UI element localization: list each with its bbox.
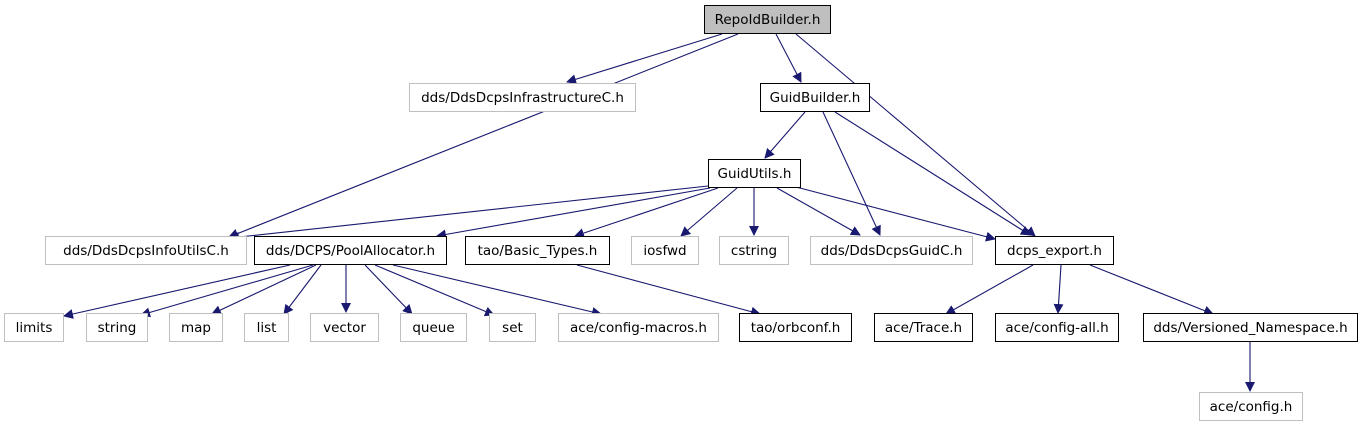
edge-poolallocator-to-set <box>374 264 495 317</box>
edge-poolallocator-to-map <box>211 264 317 315</box>
node-ace-trace-h[interactable]: ace/Trace.h <box>874 313 973 342</box>
edge-poolallocator-to-limits <box>63 264 291 319</box>
node-dcps-export-h[interactable]: dcps_export.h <box>995 236 1114 265</box>
edge-basictypes-to-orbconf <box>576 264 761 317</box>
node-label: tao/Basic_Types.h <box>477 242 598 259</box>
node-list[interactable]: list <box>244 313 289 342</box>
node-limits[interactable]: limits <box>4 313 64 342</box>
node-tao-basic-types-h[interactable]: tao/Basic_Types.h <box>465 236 610 265</box>
node-dds-dcps-poolallocator-h[interactable]: dds/DCPS/PoolAllocator.h <box>254 236 447 265</box>
node-label: dds/Versioned_Namespace.h <box>1153 319 1348 336</box>
edge-guidbuilder-to-dcpsexport <box>834 111 1031 236</box>
node-dds-ddsdcpsinfoutilsc-h[interactable]: dds/DdsDcpsInfoUtilsC.h <box>45 236 247 265</box>
edge-dcpsexport-to-versioned <box>1089 264 1214 316</box>
node-guidbuilder-h[interactable]: GuidBuilder.h <box>760 83 870 112</box>
node-label: string <box>97 319 137 336</box>
node-label: dds/DdsDcpsInfrastructureC.h <box>421 89 624 106</box>
node-label: ace/config.h <box>1209 398 1293 415</box>
edge-dcpsexport-to-trace <box>945 264 1034 315</box>
edge-guidutils-to-guidc <box>776 187 861 236</box>
node-label: GuidUtils.h <box>717 165 792 182</box>
dependency-edges <box>63 33 1255 392</box>
edge-guidutils-to-iosfwd <box>680 187 738 237</box>
node-label: map <box>181 319 211 336</box>
edge-poolallocator-to-configmacros <box>392 264 602 317</box>
node-label: dds/DCPS/PoolAllocator.h <box>265 242 436 259</box>
edge-guidutils-to-poolallocator <box>436 187 711 240</box>
node-set[interactable]: set <box>489 313 536 342</box>
node-cstring[interactable]: cstring <box>719 236 789 265</box>
node-label: list <box>256 319 277 336</box>
edge-poolallocator-to-string <box>140 264 314 318</box>
node-iosfwd[interactable]: iosfwd <box>631 236 699 265</box>
node-label: ace/config-macros.h <box>570 319 707 336</box>
edge-repoidbuilder-to-infrastructure <box>566 33 723 85</box>
node-dds-ddsdcpsinfrastructurec-h[interactable]: dds/DdsDcpsInfrastructureC.h <box>409 83 636 112</box>
node-label: queue <box>412 319 455 336</box>
node-label: ace/Trace.h <box>884 319 963 336</box>
node-dds-versioned-namespace-h[interactable]: dds/Versioned_Namespace.h <box>1143 313 1358 342</box>
node-label: dds/DdsDcpsGuidC.h <box>820 242 963 259</box>
node-vector[interactable]: vector <box>310 313 379 342</box>
node-ace-config-h[interactable]: ace/config.h <box>1199 392 1303 421</box>
node-label: ace/config-all.h <box>1005 319 1109 336</box>
edge-repoidbuilder-to-dcpsexport <box>795 33 1036 237</box>
node-label: cstring <box>730 242 778 259</box>
edge-guidbuilder-to-guidutils <box>764 111 806 159</box>
node-tao-orbconf-h[interactable]: tao/orbconf.h <box>739 313 852 342</box>
edge-guidutils-to-basictypes <box>574 187 719 238</box>
edge-repoidbuilder-to-infoutils <box>228 33 739 239</box>
node-label: iosfwd <box>643 242 687 259</box>
node-label: GuidBuilder.h <box>769 89 861 106</box>
node-repoidbuilder-h[interactable]: RepoIdBuilder.h <box>704 5 831 34</box>
node-queue[interactable]: queue <box>400 313 467 342</box>
node-label: tao/orbconf.h <box>750 319 841 336</box>
node-string[interactable]: string <box>86 313 148 342</box>
node-map[interactable]: map <box>169 313 223 342</box>
edge-poolallocator-to-queue <box>364 264 413 315</box>
node-guidutils-h[interactable]: GuidUtils.h <box>708 159 801 188</box>
node-ace-config-all-h[interactable]: ace/config-all.h <box>995 313 1119 342</box>
edge-repoidbuilder-to-guidbuilder <box>775 33 802 83</box>
edge-guidbuilder-to-guidc <box>822 111 881 236</box>
edge-guidutils-to-infoutils <box>229 185 709 242</box>
node-label: set <box>502 319 523 336</box>
edge-poolallocator-to-list <box>283 264 322 315</box>
node-dds-ddsdcpsguidc-h[interactable]: dds/DdsDcpsGuidC.h <box>810 236 973 265</box>
node-label: dcps_export.h <box>1007 242 1102 259</box>
node-label: RepoIdBuilder.h <box>714 11 821 28</box>
node-label: vector <box>323 319 366 336</box>
edge-dcpsexport-to-configall <box>1053 264 1064 314</box>
node-label: dds/DdsDcpsInfoUtilsC.h <box>63 242 229 259</box>
node-ace-config-macros-h[interactable]: ace/config-macros.h <box>558 313 719 342</box>
edge-guidutils-to-dcpsexport <box>795 186 996 242</box>
node-label: limits <box>15 319 53 336</box>
